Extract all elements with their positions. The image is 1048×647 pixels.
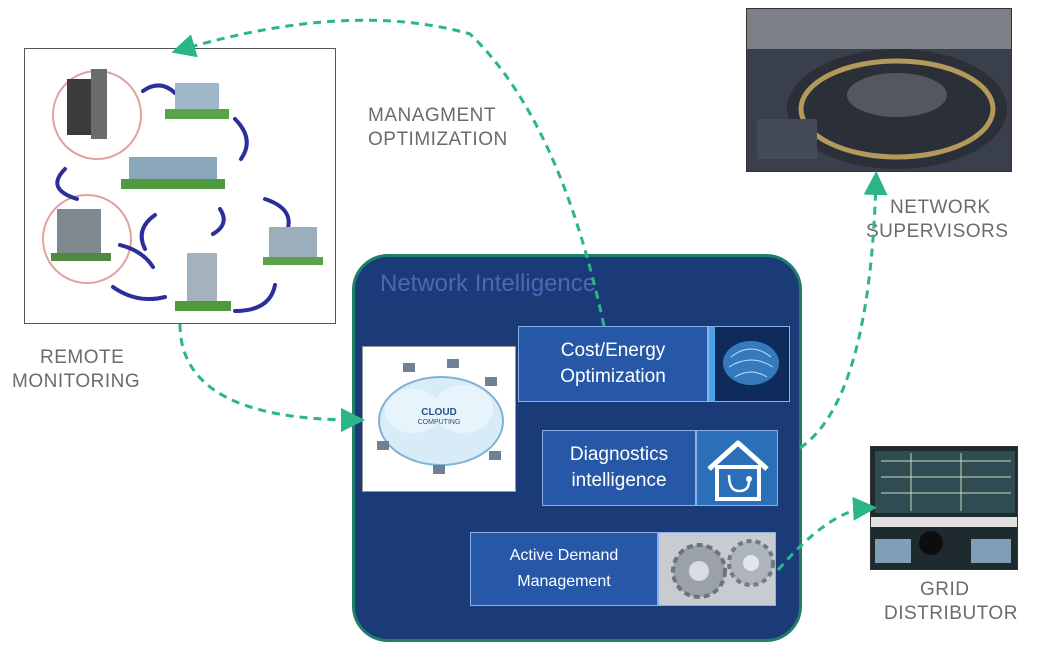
active-demand-line2: Management [517, 573, 611, 590]
network-supervisors-arrow [799, 171, 888, 450]
cloud-label-line1: CLOUD [421, 407, 457, 418]
remote-monitoring-arrow [178, 323, 365, 432]
grid-distributor-label: GRID DISTRIBUTOR [884, 578, 1018, 626]
network-intelligence-title: Network Intelligence [380, 270, 597, 297]
remote-buildings-image [24, 48, 336, 324]
diagnostics-line1: Diagnostics [569, 444, 669, 465]
grid-line2: DISTRIBUTOR [884, 603, 1018, 624]
cost-energy-module: Cost/Energy Optimization [518, 326, 708, 402]
diagnostics-line2: intelligence [571, 470, 667, 491]
network-supervisors-label: NETWORK SUPERVISORS [866, 196, 1008, 244]
control-room-graphic [747, 9, 1011, 171]
grid-line1: GRID [920, 579, 970, 600]
remote-line1: REMOTE [40, 347, 125, 368]
management-optimization-label: MANAGMENT OPTIMIZATION [368, 104, 508, 152]
buildings-network-graphic [42, 69, 323, 313]
management-line1: MANAGMENT [368, 105, 496, 126]
brain-icon [708, 326, 790, 402]
network-sup-line1: NETWORK [890, 197, 991, 218]
diagnostics-module: Diagnostics intelligence [542, 430, 696, 506]
active-demand-module: Active Demand Management [470, 532, 658, 606]
remote-line2: MONITORING [12, 371, 141, 392]
management-line2: OPTIMIZATION [368, 129, 508, 150]
gears-icon [658, 532, 776, 606]
cloud-computing-image: CLOUD COMPUTING [362, 346, 516, 492]
cloud-graphic [363, 347, 515, 491]
grid-control-graphic [871, 447, 1017, 569]
cost-energy-line2: Optimization [560, 366, 666, 387]
active-demand-line1: Active Demand [509, 547, 619, 564]
cost-energy-line1: Cost/Energy [560, 340, 666, 361]
cloud-label-line2: COMPUTING [417, 419, 461, 426]
house-stethoscope-icon [696, 430, 778, 506]
grid-control-photo [870, 446, 1018, 570]
control-room-photo [746, 8, 1012, 172]
network-sup-line2: SUPERVISORS [866, 221, 1009, 242]
remote-monitoring-label: REMOTE MONITORING [12, 346, 140, 394]
